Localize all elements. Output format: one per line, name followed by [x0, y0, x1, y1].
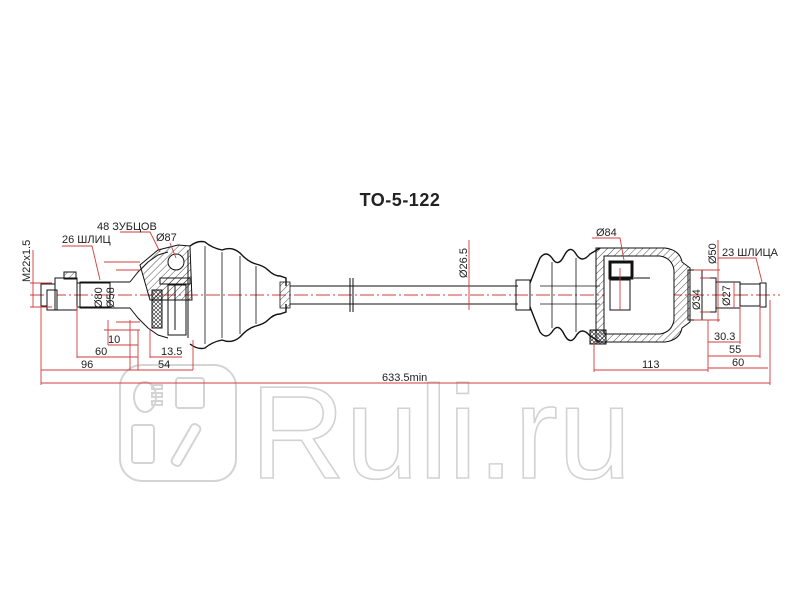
dim-shaft-d26-5: Ø26.5 — [458, 248, 470, 278]
dim-96: 96 — [81, 359, 93, 371]
dim-113: 113 — [642, 359, 660, 371]
dim-outer-d58: Ø58 — [105, 287, 117, 308]
part-number-title: TO-5-122 — [359, 190, 441, 210]
dim-60-left: 60 — [95, 346, 107, 358]
dim-54: 54 — [158, 359, 170, 371]
dim-inner-d50: Ø50 — [707, 243, 719, 264]
dim-inner-d34: Ø34 — [691, 289, 703, 310]
shaft — [290, 278, 518, 312]
dim-55: 55 — [729, 344, 741, 356]
inner-boot — [515, 247, 601, 343]
dim-30-3: 30.3 — [714, 331, 735, 343]
inner-splines-label: 23 ШЛИЦА — [722, 247, 779, 259]
dim-inner-joint-d84: Ø84 — [596, 227, 617, 239]
watermark-logo — [119, 364, 237, 482]
teeth-label: 48 ЗУБЦОВ — [97, 221, 157, 233]
outer-cv-joint — [139, 244, 193, 338]
outer-boot — [189, 240, 291, 350]
dim-60-right: 60 — [732, 357, 744, 369]
inner-cv-joint — [589, 247, 691, 345]
dim-total-length: 633.5min — [382, 372, 427, 384]
dimension-lines — [30, 231, 771, 385]
watermark-text: Ruli.ru — [250, 359, 631, 506]
thread-label: M22x1.5 — [21, 240, 33, 282]
dim-outer-d80: Ø80 — [93, 287, 105, 308]
dim-13-5: 13.5 — [161, 346, 182, 358]
outer-splines-label: 26 ШЛИЦ — [62, 234, 111, 246]
dim-outer-joint-d87: Ø87 — [156, 232, 177, 244]
dim-inner-d27: Ø27 — [721, 285, 733, 306]
dim-10: 10 — [108, 334, 120, 346]
